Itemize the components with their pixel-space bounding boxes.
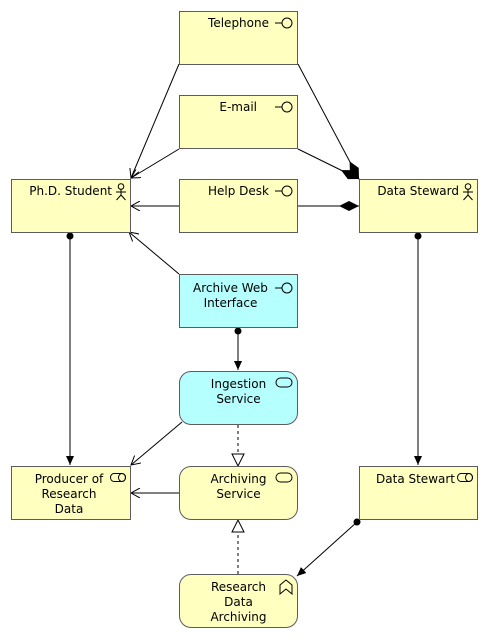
phd-student-label: Ph.D. Student bbox=[29, 184, 112, 198]
data-stewart-role-label: Data Stewart bbox=[376, 472, 455, 486]
producer-of-research-data-label: Producer of Research Data bbox=[34, 472, 104, 516]
edge-email-to-phd-student bbox=[131, 148, 180, 178]
data-stewart-role[interactable]: Data Stewart bbox=[359, 466, 478, 520]
data-steward-actor-label: Data Steward bbox=[377, 184, 459, 198]
producer-of-research-data-role[interactable]: Producer of Research Data bbox=[11, 466, 131, 520]
interface-icon bbox=[275, 282, 293, 294]
phd-student-actor[interactable]: Ph.D. Student bbox=[11, 179, 131, 233]
edge-archive-web-interface-to-phd-student bbox=[129, 232, 180, 275]
help-desk-label: Help Desk bbox=[208, 184, 269, 198]
edge-ingestion-service-to-producer bbox=[131, 421, 183, 465]
service-icon bbox=[275, 377, 293, 388]
edge-telephone-to-phd-student bbox=[131, 63, 180, 178]
interface-icon bbox=[275, 185, 293, 197]
role-icon bbox=[110, 473, 126, 482]
edge-data-steward-composes-telephone bbox=[297, 63, 360, 180]
archiving-service[interactable]: Archiving Service bbox=[179, 466, 298, 520]
ingestion-service-label: Ingestion Service bbox=[210, 377, 267, 406]
email-label: E-mail bbox=[219, 100, 257, 114]
archive-web-interface-label: Archive Web Interface bbox=[193, 281, 268, 310]
role-icon bbox=[457, 473, 473, 482]
service-icon bbox=[275, 472, 293, 483]
email-interface[interactable]: E-mail bbox=[179, 95, 298, 149]
research-data-archiving-function[interactable]: Research Data Archiving bbox=[179, 574, 298, 628]
telephone-interface[interactable]: Telephone bbox=[179, 11, 298, 65]
interface-icon bbox=[275, 101, 293, 113]
actor-icon bbox=[463, 183, 473, 201]
edge-data-stewart-assigned-archiving-function bbox=[296, 518, 361, 577]
help-desk-interface[interactable]: Help Desk bbox=[179, 179, 298, 233]
archiving-service-label: Archiving Service bbox=[210, 472, 267, 501]
ingestion-service[interactable]: Ingestion Service bbox=[179, 371, 298, 425]
archive-web-interface[interactable]: Archive Web Interface bbox=[179, 274, 298, 328]
data-steward-actor[interactable]: Data Steward bbox=[359, 179, 478, 233]
function-icon bbox=[279, 579, 293, 595]
edge-data-steward-composes-email bbox=[297, 148, 360, 180]
telephone-label: Telephone bbox=[208, 16, 269, 30]
interface-icon bbox=[275, 17, 293, 29]
actor-icon bbox=[116, 183, 126, 201]
research-data-archiving-label: Research Data Archiving bbox=[210, 580, 267, 624]
